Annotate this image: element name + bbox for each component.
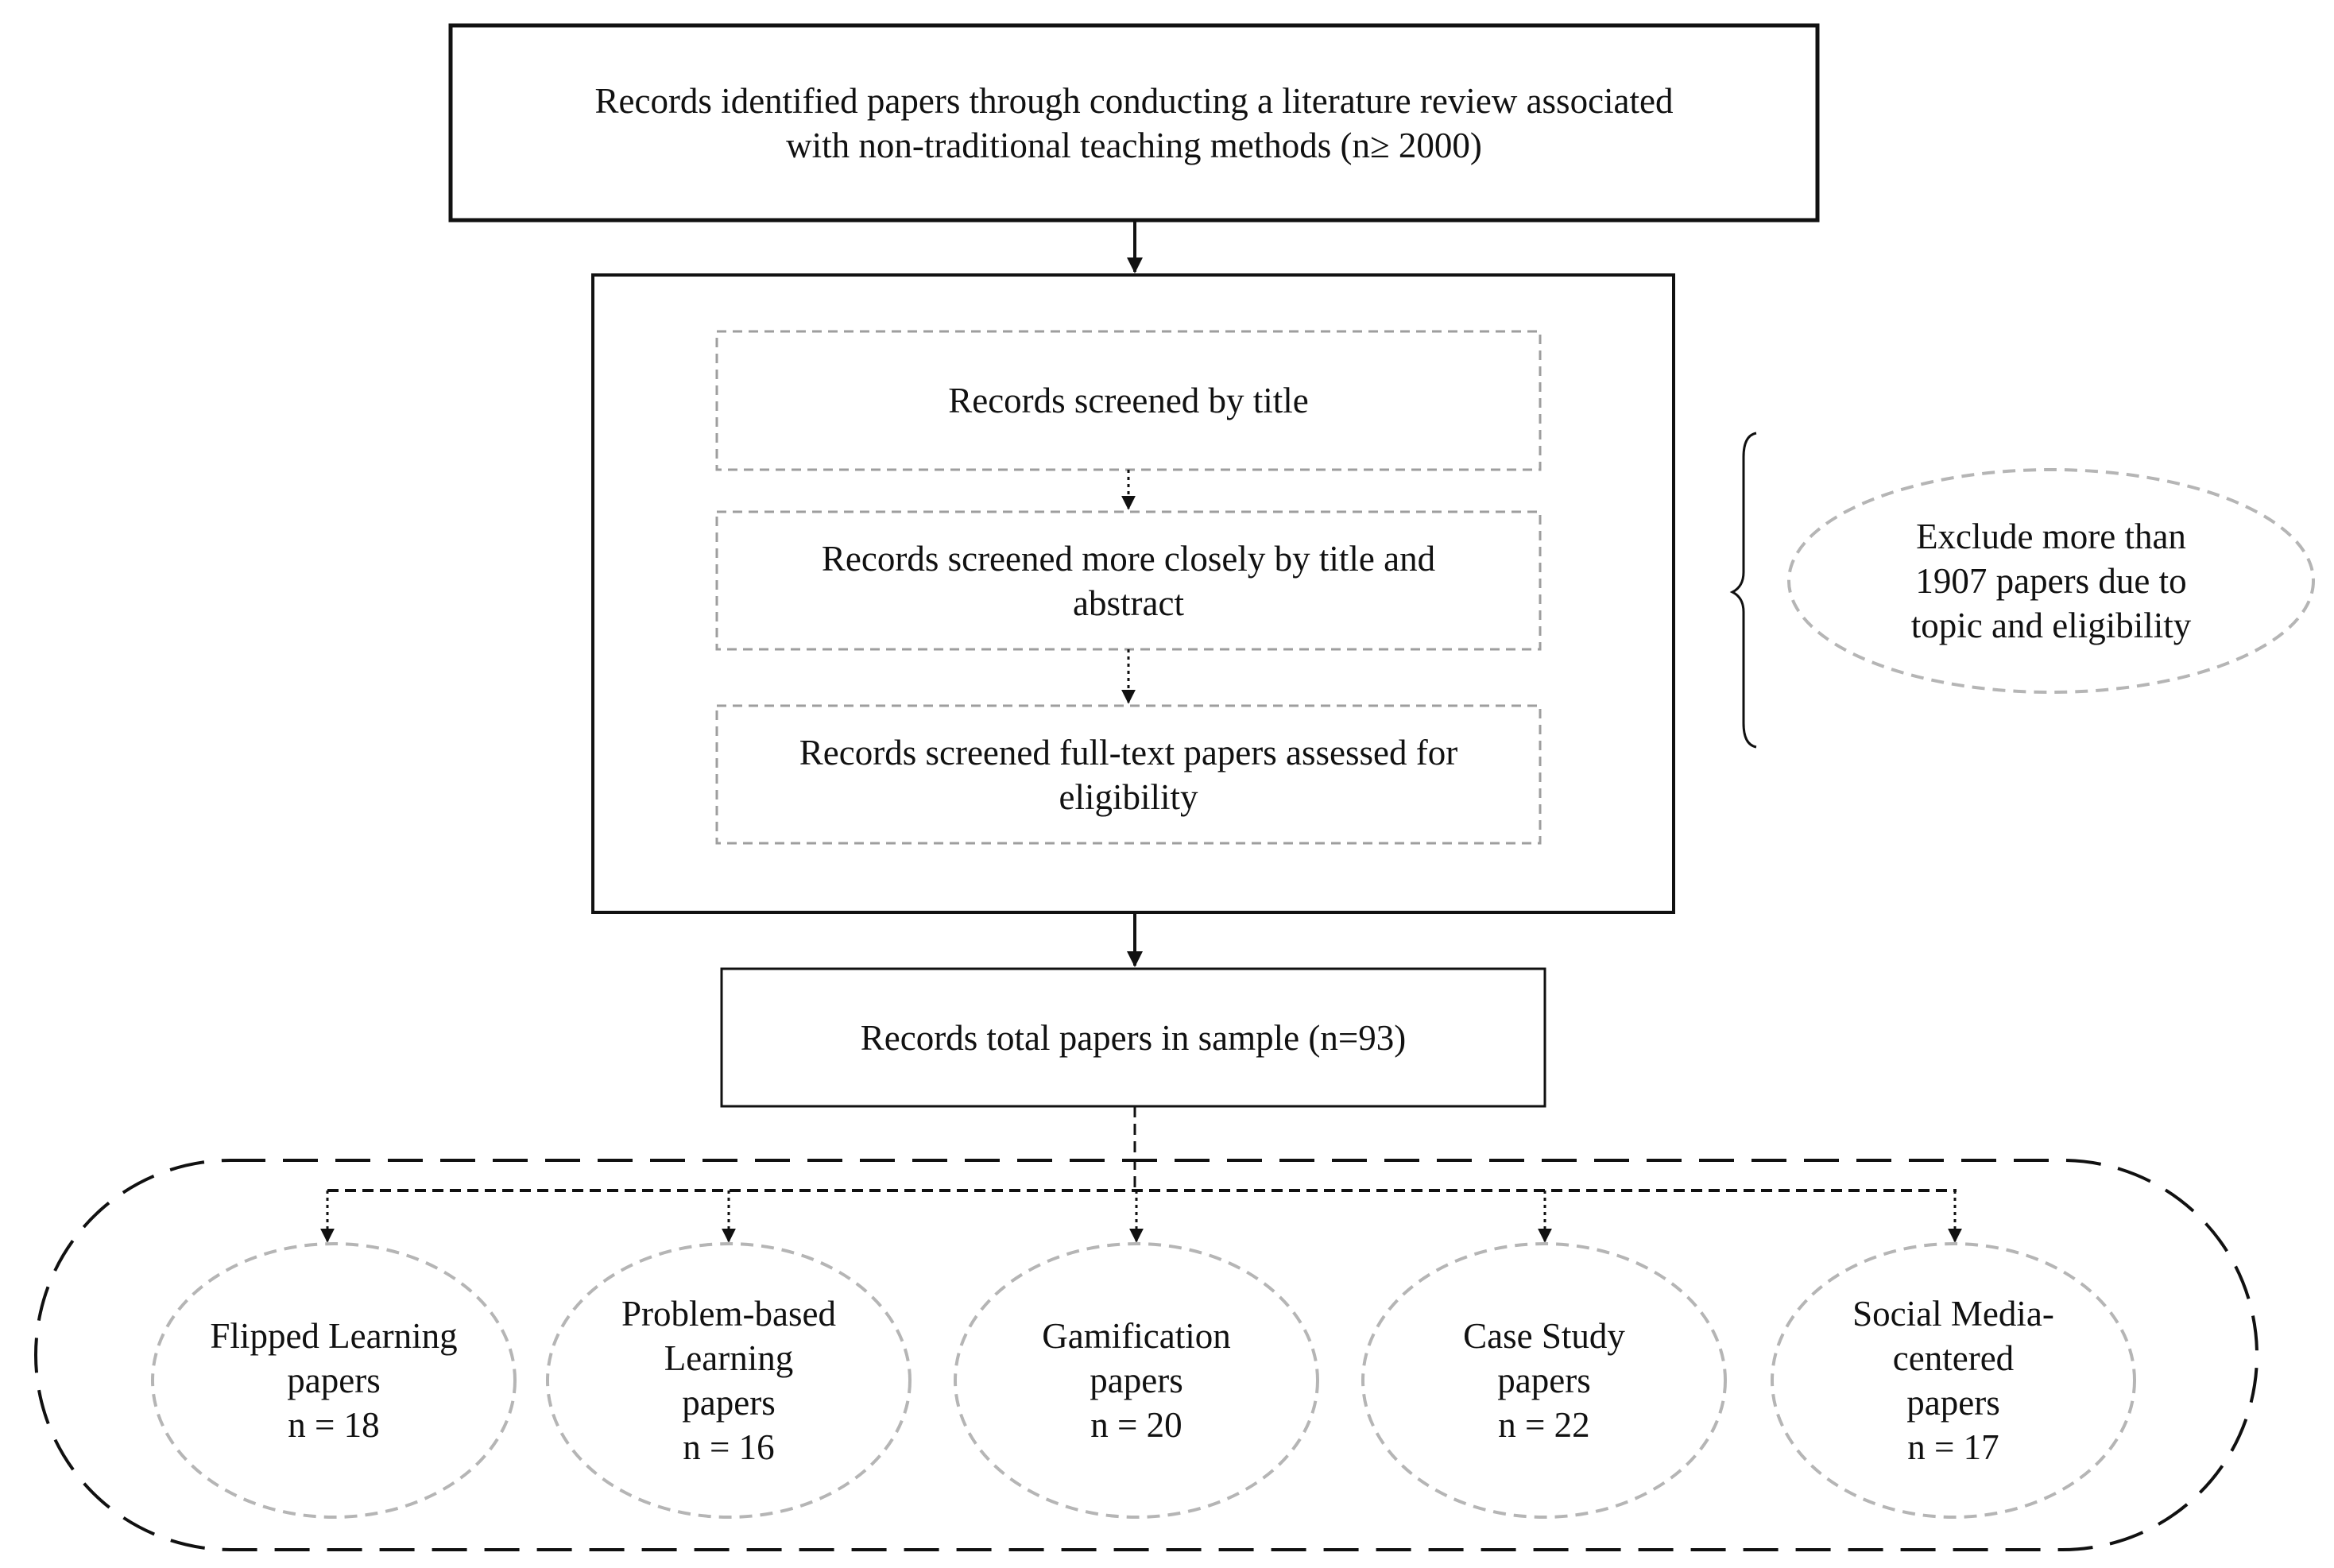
category-pbl-line-2: Learning	[664, 1338, 794, 1378]
category-gamification-count: n = 20	[1090, 1405, 1182, 1445]
screen-by-title-label: Records screened by title	[948, 381, 1309, 420]
screen-full-text-line-2: eligibility	[1059, 776, 1198, 817]
total-box	[720, 967, 1546, 1108]
category-case-study-count: n = 22	[1498, 1405, 1590, 1445]
category-case-study-text: Case Study papers n = 22	[1363, 1244, 1725, 1517]
category-pbl-line-1: Problem-based	[621, 1294, 836, 1334]
screen-full-text-text: Records screened full-text papers assess…	[717, 706, 1540, 843]
category-social-media-text: Social Media- centered papers n = 17	[1772, 1244, 2135, 1517]
screen-by-title-text: Records screened by title	[717, 331, 1540, 470]
total-label: Records total papers in sample (n=93)	[860, 1017, 1407, 1058]
category-pbl-line-3: papers	[682, 1383, 776, 1423]
category-ellipse-pbl	[546, 1242, 912, 1519]
exclusion-brace	[1729, 432, 1757, 749]
exclusion-text: Exclude more than 1907 papers due to top…	[1789, 470, 2313, 692]
exclusion-ellipse	[1787, 468, 2315, 694]
category-case-study-line-2: papers	[1497, 1361, 1591, 1400]
category-flipped-text: Flipped Learning papers n = 18	[153, 1244, 515, 1517]
screen-by-title-abstract-text: Records screened more closely by title a…	[717, 512, 1540, 649]
category-ellipse-gamification	[954, 1242, 1319, 1519]
category-gamification-line-2: papers	[1090, 1361, 1183, 1400]
exclusion-line-3: topic and eligibility	[1910, 606, 2192, 645]
category-flipped-line-2: papers	[287, 1361, 381, 1400]
screen-by-title-abstract-line-1: Records screened more closely by title a…	[821, 538, 1436, 579]
category-social-media-count: n = 17	[1907, 1427, 1999, 1467]
category-pbl-count: n = 16	[683, 1427, 775, 1467]
category-case-study-line-1: Case Study	[1463, 1316, 1625, 1356]
category-ellipse-case-study	[1361, 1242, 1727, 1519]
category-ellipse-social-media	[1771, 1242, 2136, 1519]
identification-text: Records identified papers through conduc…	[451, 25, 1817, 220]
category-ellipse-flipped	[151, 1242, 517, 1519]
category-social-media-line-2: centered	[1892, 1338, 2015, 1378]
categories-group-capsule	[34, 1159, 2259, 1551]
identification-line-1: Records identified papers through conduc…	[594, 80, 1674, 121]
category-flipped-count: n = 18	[288, 1405, 380, 1445]
exclusion-line-2: 1907 papers due to	[1915, 561, 2187, 601]
category-social-media-line-1: Social Media-	[1852, 1294, 2054, 1334]
category-gamification-line-1: Gamification	[1042, 1316, 1231, 1356]
screen-full-text-box	[715, 704, 1542, 845]
screen-full-text-line-1: Records screened full-text papers assess…	[799, 732, 1458, 772]
screen-by-title-abstract-line-2: abstract	[1073, 583, 1184, 623]
identification-line-2: with non-traditional teaching methods (n…	[786, 125, 1482, 165]
total-text: Records total papers in sample (n=93)	[722, 969, 1545, 1106]
category-gamification-text: Gamification papers n = 20	[955, 1244, 1318, 1517]
exclusion-line-1: Exclude more than	[1916, 517, 2186, 556]
category-pbl-text: Problem-based Learning papers n = 16	[548, 1244, 910, 1517]
category-flipped-line-1: Flipped Learning	[210, 1316, 458, 1356]
category-social-media-line-3: papers	[1906, 1383, 2000, 1423]
